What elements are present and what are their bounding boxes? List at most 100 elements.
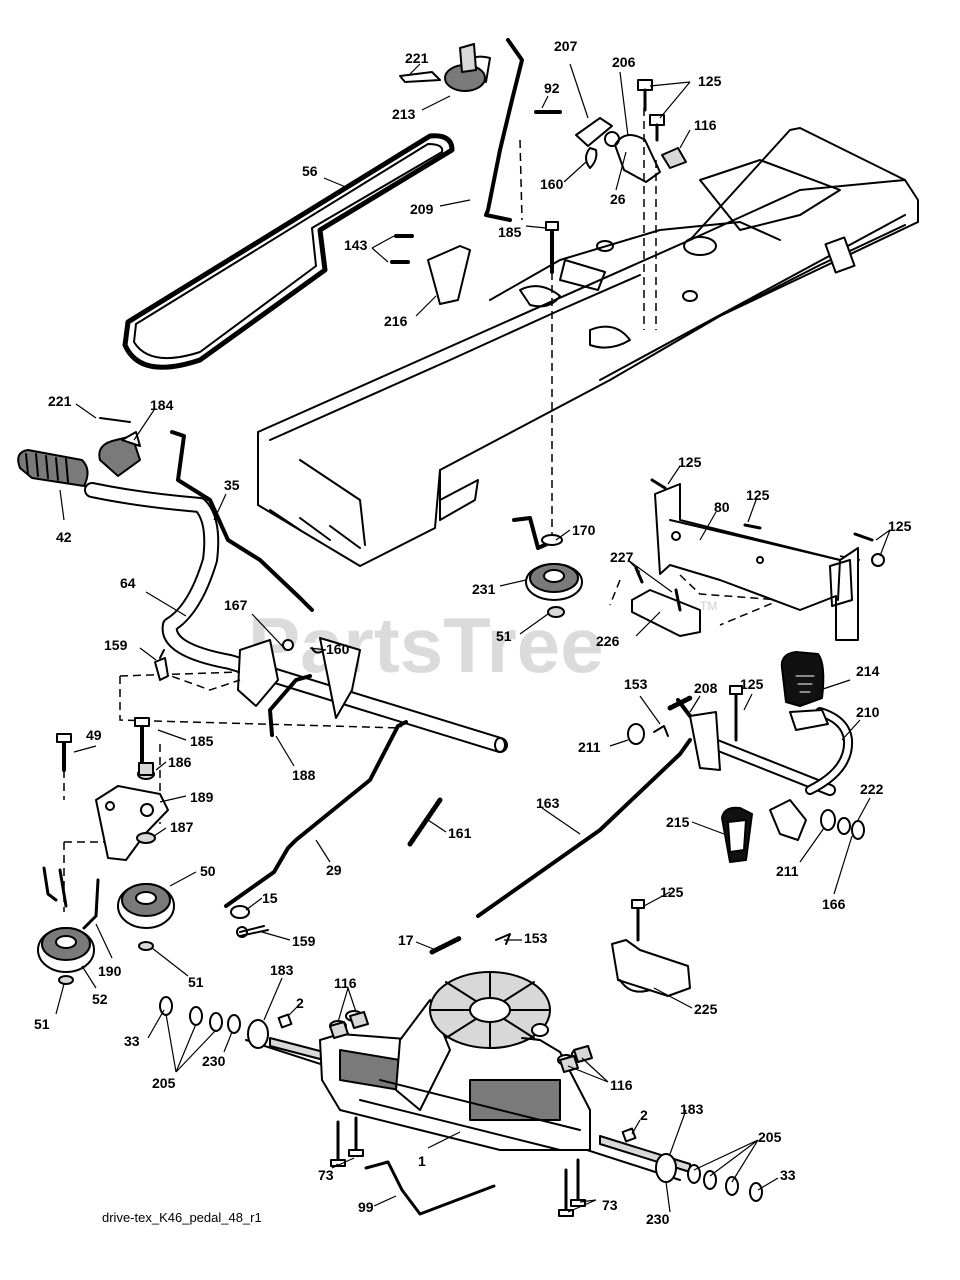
label-50: 50 xyxy=(200,863,216,879)
pedal-210 xyxy=(627,651,865,863)
label-185: 185 xyxy=(190,733,214,749)
label-185: 185 xyxy=(498,224,522,240)
label-116: 116 xyxy=(610,1077,633,1093)
label-208: 208 xyxy=(694,680,718,696)
leader-lines xyxy=(55,63,891,1213)
pulley-231 xyxy=(512,516,583,618)
label-207: 207 xyxy=(554,38,578,54)
label-210: 210 xyxy=(856,704,880,720)
label-159: 159 xyxy=(292,933,316,949)
left-axle-parts xyxy=(159,996,293,1049)
label-211: 211 xyxy=(578,739,601,755)
label-33: 33 xyxy=(780,1167,796,1183)
label-189: 189 xyxy=(190,789,214,805)
bracket-216 xyxy=(390,221,559,305)
label-116: 116 xyxy=(334,975,357,991)
label-206: 206 xyxy=(612,54,636,70)
label-221: 221 xyxy=(405,50,429,66)
label-80: 80 xyxy=(714,499,730,515)
label-99: 99 xyxy=(358,1199,374,1215)
label-163: 163 xyxy=(536,795,560,811)
bracket-207 xyxy=(534,79,687,183)
label-29: 29 xyxy=(326,862,342,878)
label-227: 227 xyxy=(610,549,634,565)
label-125: 125 xyxy=(678,454,702,470)
watermark-tm: TM xyxy=(700,599,717,613)
label-52: 52 xyxy=(92,991,108,1007)
label-188: 188 xyxy=(292,767,316,783)
label-170: 170 xyxy=(572,522,596,538)
label-153: 153 xyxy=(624,676,648,692)
label-116: 116 xyxy=(694,117,717,133)
label-184: 184 xyxy=(150,397,174,413)
label-221: 221 xyxy=(48,393,72,409)
linkage-188 xyxy=(154,649,312,737)
label-214: 214 xyxy=(856,663,880,679)
label-160: 160 xyxy=(540,176,564,192)
label-125: 125 xyxy=(740,676,764,692)
label-183: 183 xyxy=(680,1101,704,1117)
right-axle-parts xyxy=(621,1127,763,1202)
drive-belt xyxy=(122,133,455,370)
diagram-caption: drive-tex_K46_pedal_48_r1 xyxy=(102,1210,262,1225)
label-226: 226 xyxy=(596,633,620,649)
label-230: 230 xyxy=(646,1211,670,1227)
label-125: 125 xyxy=(698,73,722,89)
label-35: 35 xyxy=(224,477,240,493)
label-51: 51 xyxy=(34,1016,50,1032)
label-215: 215 xyxy=(666,814,690,830)
label-225: 225 xyxy=(694,1001,718,1017)
bracket-80 xyxy=(631,478,885,641)
label-42: 42 xyxy=(56,529,72,545)
label-205: 205 xyxy=(758,1129,782,1145)
label-73: 73 xyxy=(602,1197,618,1213)
label-230: 230 xyxy=(202,1053,226,1069)
label-167: 167 xyxy=(224,597,248,613)
transaxle xyxy=(245,971,691,1181)
label-2: 2 xyxy=(296,995,304,1011)
pulley-52 xyxy=(37,866,100,985)
rod-29 xyxy=(224,720,443,938)
label-33: 33 xyxy=(124,1033,140,1049)
label-73: 73 xyxy=(318,1167,334,1183)
label-159: 159 xyxy=(104,637,128,653)
label-2: 2 xyxy=(640,1107,648,1123)
label-216: 216 xyxy=(384,313,408,329)
label-64: 64 xyxy=(120,575,136,591)
label-183: 183 xyxy=(270,962,294,978)
label-125: 125 xyxy=(888,518,912,534)
rod-163 xyxy=(429,695,693,955)
label-213: 213 xyxy=(392,106,416,122)
label-49: 49 xyxy=(86,727,102,743)
shift-lever-rod xyxy=(399,38,524,222)
label-15: 15 xyxy=(262,890,278,906)
label-187: 187 xyxy=(170,819,194,835)
pulley-50 xyxy=(117,883,175,951)
label-143: 143 xyxy=(344,237,368,253)
label-160: 160 xyxy=(326,641,350,657)
label-211: 211 xyxy=(776,863,799,879)
frame xyxy=(257,127,919,567)
label-17: 17 xyxy=(398,932,414,948)
label-209: 209 xyxy=(410,201,434,217)
label-186: 186 xyxy=(168,754,192,770)
label-190: 190 xyxy=(98,963,122,979)
bracket-225 xyxy=(611,899,691,997)
label-1: 1 xyxy=(418,1153,426,1169)
label-26: 26 xyxy=(610,191,626,207)
label-92: 92 xyxy=(544,80,560,96)
watermark: PartsTree xyxy=(248,601,604,689)
label-56: 56 xyxy=(302,163,318,179)
pedal-shaft-64 xyxy=(17,417,508,753)
label-51: 51 xyxy=(496,628,512,644)
label-125: 125 xyxy=(746,487,770,503)
part-labels: 221 213 207 206 125 92 116 56 160 26 209… xyxy=(34,38,912,1227)
idler-bracket-189 xyxy=(56,717,169,861)
label-231: 231 xyxy=(472,581,496,597)
label-222: 222 xyxy=(860,781,884,797)
label-125: 125 xyxy=(660,884,684,900)
label-153: 153 xyxy=(524,930,548,946)
label-166: 166 xyxy=(822,896,846,912)
label-161: 161 xyxy=(448,825,472,841)
